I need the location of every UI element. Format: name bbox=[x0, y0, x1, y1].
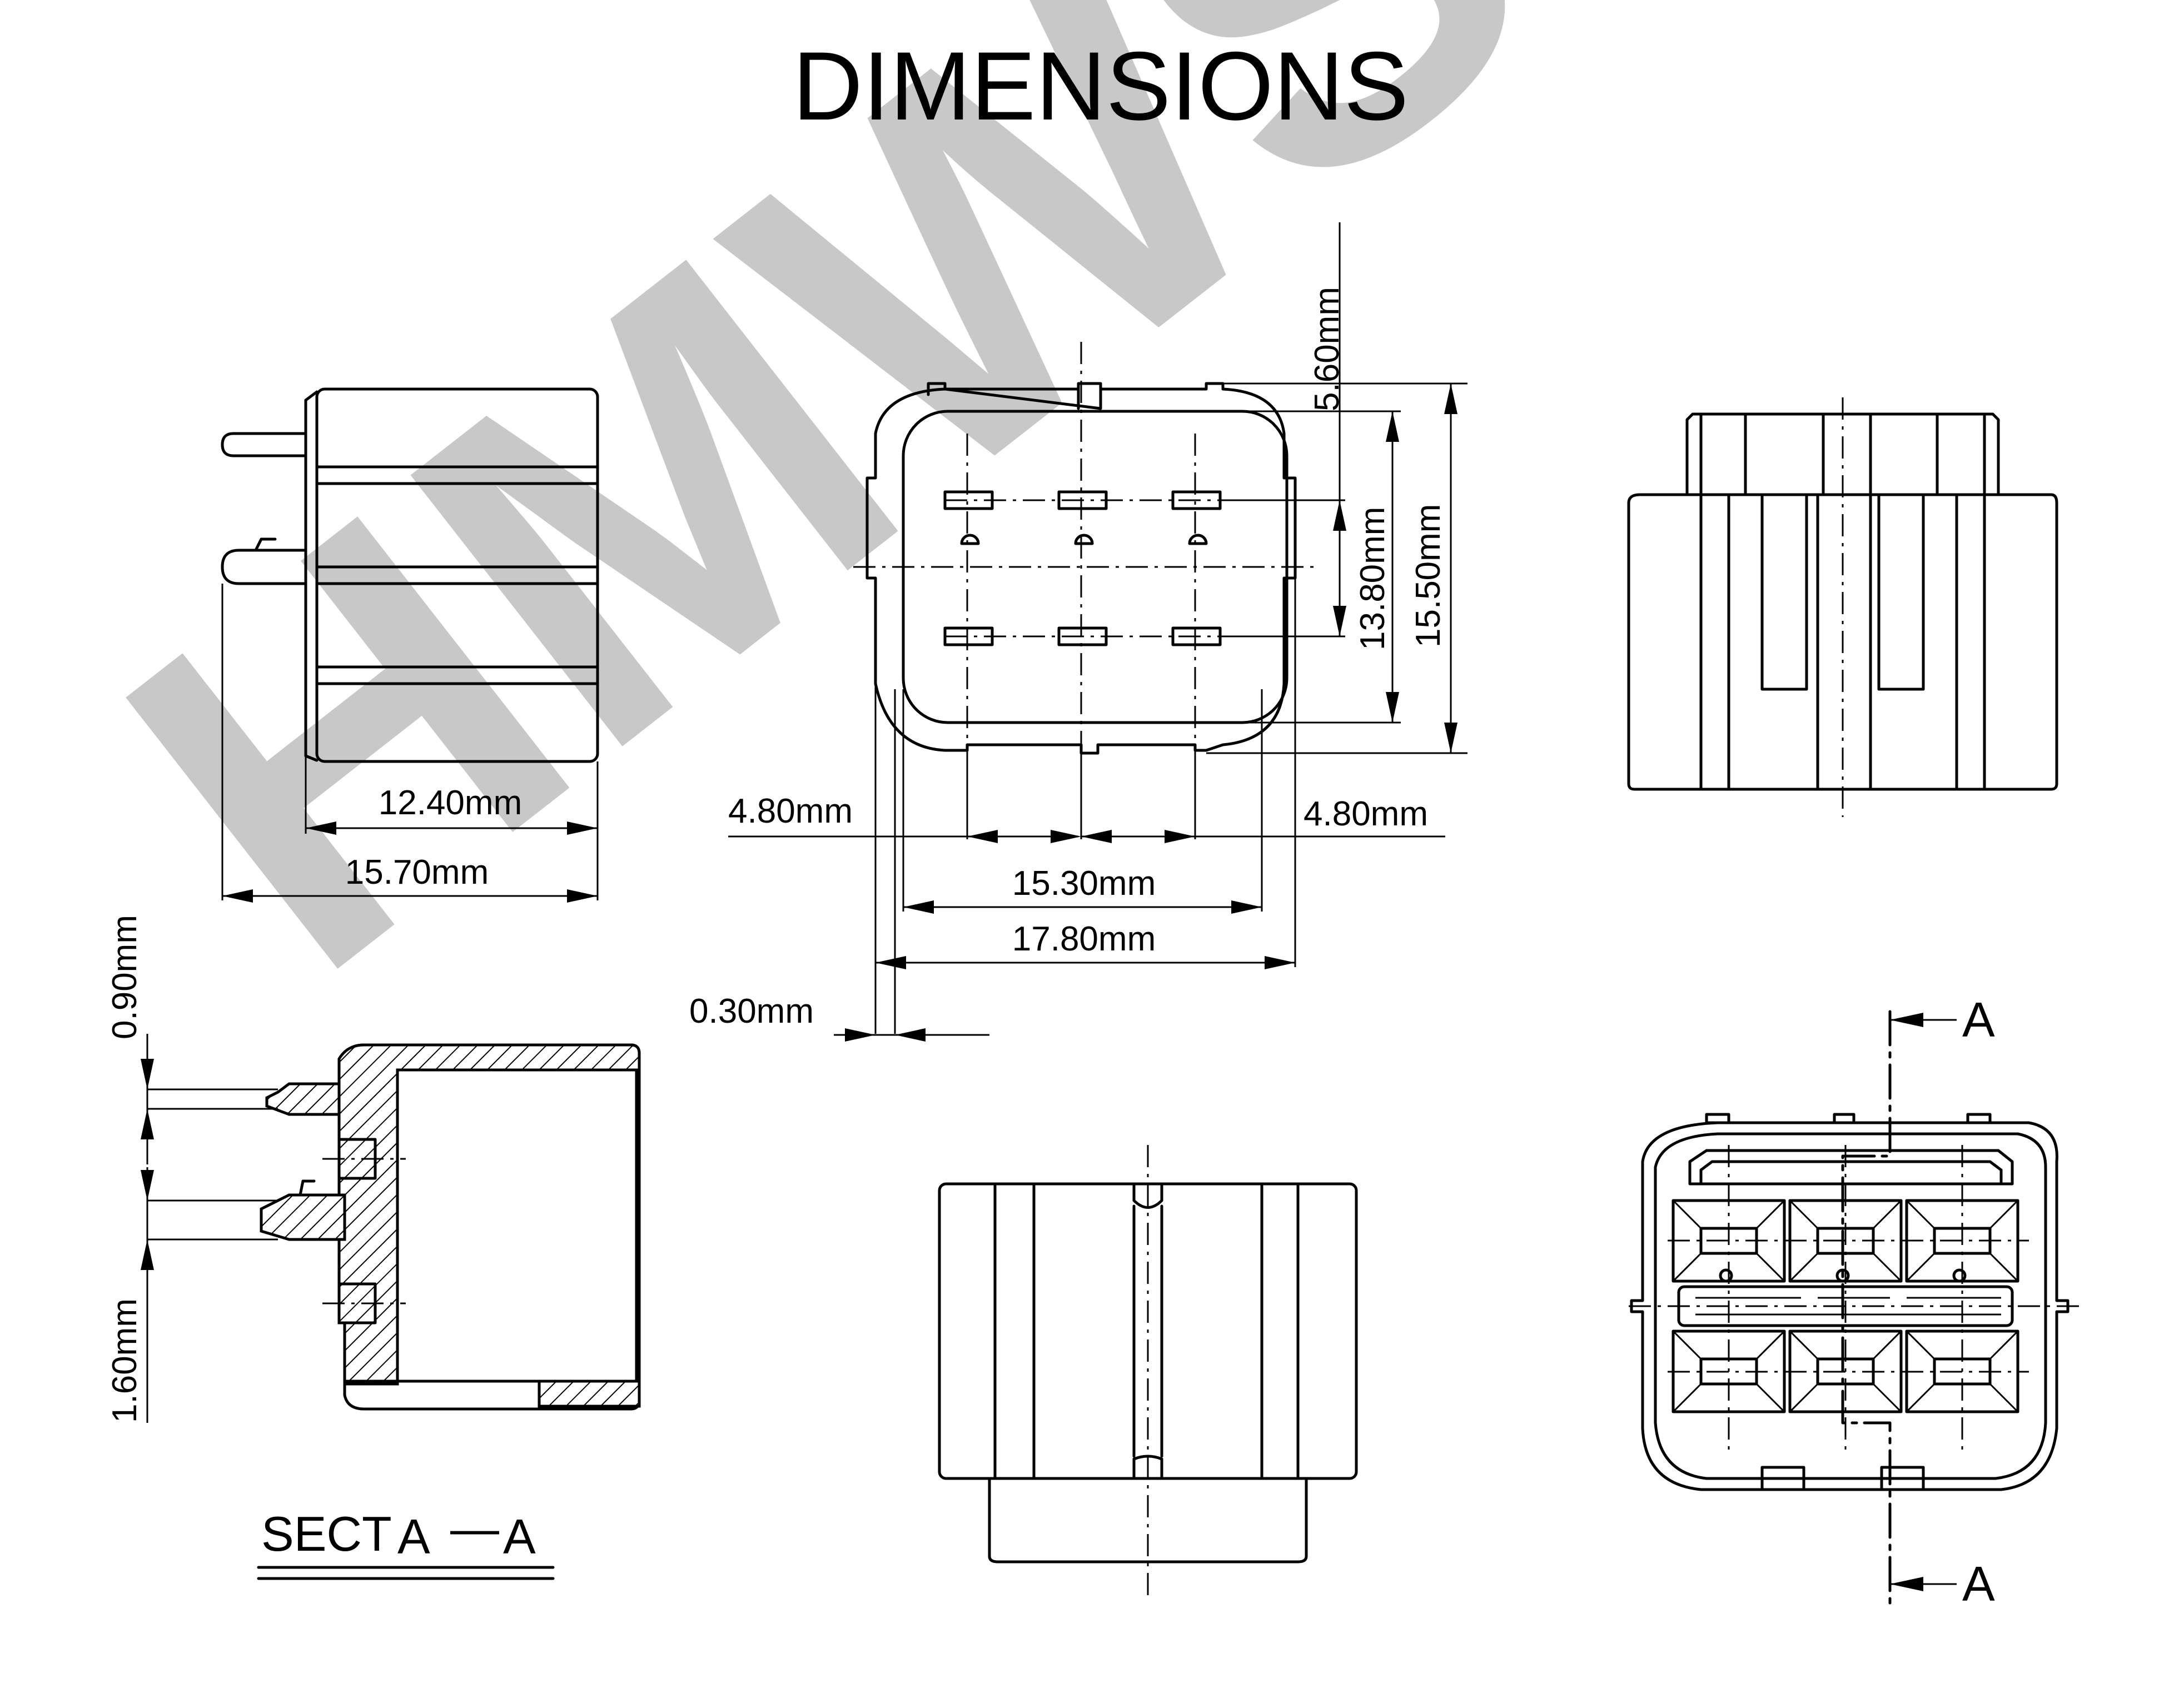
dim-5-60-label: 5.60mm bbox=[1308, 287, 1346, 411]
section-label-to: A bbox=[503, 1509, 536, 1564]
bottom-view bbox=[938, 1145, 1358, 1601]
dim-0-90-label: 0.90mm bbox=[106, 915, 144, 1039]
dim-13-80-label: 13.80mm bbox=[1354, 507, 1392, 650]
dim-15-30-label: 15.30mm bbox=[1012, 864, 1156, 903]
rear-view: A A bbox=[1629, 992, 2079, 1611]
dim-12-40-label: 12.40mm bbox=[379, 784, 522, 822]
dim-1-60-label: 1.60mm bbox=[106, 1298, 144, 1423]
section-label-dash: — bbox=[450, 1501, 499, 1556]
section-label-from: A bbox=[397, 1509, 430, 1564]
section-a-a-view: 0.90mm 1.60mm bbox=[106, 915, 641, 1423]
dim-15-50-label: 15.50mm bbox=[1409, 504, 1447, 648]
section-label: SECT A — A bbox=[257, 1501, 555, 1580]
top-view bbox=[1627, 397, 2058, 817]
section-label-prefix: SECT bbox=[261, 1506, 392, 1561]
dim-17-80-label: 17.80mm bbox=[1012, 920, 1156, 958]
dim-4-80-right-label: 4.80mm bbox=[1304, 795, 1428, 833]
dim-4-80-left-label: 4.80mm bbox=[728, 792, 853, 830]
page-title: DIMENSIONS bbox=[793, 32, 1409, 141]
side-view: 12.40mm 15.70mm bbox=[221, 387, 599, 903]
section-marker-bottom: A bbox=[1962, 1556, 1995, 1611]
dim-15-70-label: 15.70mm bbox=[345, 853, 489, 892]
section-marker-top: A bbox=[1962, 992, 1995, 1047]
front-view: 4.80mm 4.80mm 15.30mm 17.80mm 0.30mm 5.6… bbox=[689, 222, 1467, 1042]
dim-0-30-label: 0.30mm bbox=[689, 992, 814, 1030]
